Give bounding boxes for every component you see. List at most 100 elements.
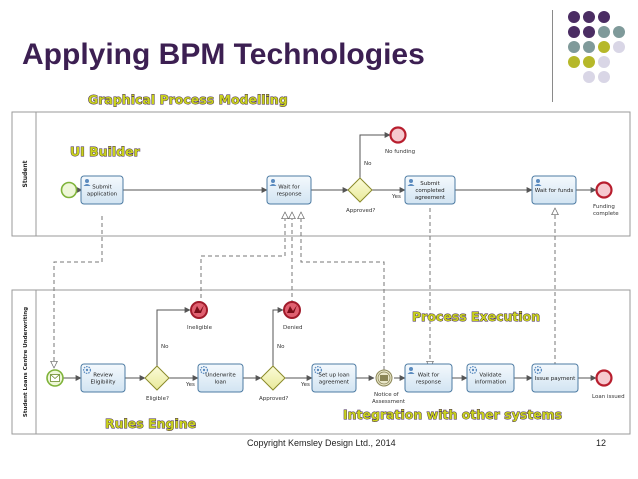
decor-dot — [613, 26, 625, 38]
gateway-eligible — [144, 365, 170, 391]
task-issue-payment: Issue payment — [531, 363, 579, 393]
end-event-no-funding — [389, 126, 407, 144]
label-notice-2: Assessment — [372, 399, 406, 405]
pool-loan-centre: Student Loans Centre Underwriting — [11, 289, 631, 435]
message-flows — [54, 208, 555, 370]
task-wait-for-response-loan-label: Wait for — [418, 373, 440, 379]
label-approved-loan: Approved? — [259, 396, 288, 402]
end-event-funding-complete — [595, 181, 613, 199]
events — [46, 126, 613, 387]
decor-dot — [598, 11, 610, 23]
user-task-icon — [534, 179, 542, 186]
decor-dot — [568, 41, 580, 53]
user-task-icon — [269, 179, 277, 186]
decor-dot — [568, 26, 580, 38]
task-submit-application-label: application — [87, 192, 118, 198]
gateway-approved-student — [347, 177, 373, 203]
label-yes-approved: Yes — [300, 382, 310, 388]
task-wait-for-funds-label: Wait for funds — [535, 188, 574, 194]
task-submit-completed-agreement-label: completed — [415, 188, 444, 194]
label-no-eligible: No — [161, 344, 169, 350]
slide-title: Applying BPM Technologies — [22, 38, 425, 71]
decor-dot — [583, 56, 595, 68]
decor-dot — [598, 56, 610, 68]
callout-graphical-process-modelling: Graphical Process Modelling — [88, 92, 288, 107]
task-set-up-loan-agreement-label: Set up loan — [318, 373, 350, 379]
user-task-icon — [407, 367, 415, 374]
service-task-icon — [199, 365, 209, 375]
label-ineligible: Ineligible — [187, 325, 213, 331]
service-task-icon — [533, 365, 543, 375]
callout-process-execution: Process Execution — [412, 309, 540, 324]
label-funding-complete-1: Funding — [593, 204, 615, 210]
label-no-student: No — [364, 161, 372, 167]
decor-dot — [568, 56, 580, 68]
task-underwrite-loan-label: Underwrite — [205, 373, 236, 379]
label-loan-issued: Loan issued — [592, 394, 625, 400]
label-eligible: Eligible? — [146, 396, 169, 402]
gateways — [144, 177, 373, 391]
callout-integration: Integration with other systems — [343, 407, 562, 422]
decor-dot — [583, 71, 595, 83]
lane-label-student: Student — [22, 160, 29, 187]
task-wait-for-response-student-label: response — [277, 192, 303, 198]
task-validate-information-label: information — [475, 380, 507, 386]
sequence-flows-student — [76, 132, 597, 193]
gateway-approved-loan — [260, 365, 286, 391]
flow-labels: No funding No Approved? Yes Funding comp… — [146, 149, 625, 405]
pool-student: Student — [11, 111, 631, 237]
label-no-approved: No — [277, 344, 285, 350]
task-review-eligibility-label: Eligibility — [90, 380, 116, 386]
task-submit-completed-agreement-label: agreement — [415, 195, 446, 201]
callout-ui-builder: UI Builder — [70, 144, 141, 159]
task-validate-information-label: Validate — [479, 373, 502, 379]
user-task-icon — [83, 179, 91, 186]
decor-dot — [583, 41, 595, 53]
label-funding-complete-2: complete — [593, 211, 619, 217]
task-wait-for-response-loan-label: response — [416, 380, 442, 386]
start-event-student — [60, 181, 78, 199]
intermediate-message-event-notice — [375, 369, 393, 387]
end-event-loan-issued — [595, 369, 613, 387]
task-submit-application-label: Submit — [92, 185, 112, 191]
decor-dot — [583, 26, 595, 38]
task-submit-completed-agreement-label: Submit — [420, 181, 440, 187]
decor-dot — [598, 41, 610, 53]
label-approved-student: Approved? — [346, 208, 375, 214]
callouts: Graphical Process Modelling UI Builder P… — [70, 92, 563, 432]
decor-divider — [552, 10, 553, 102]
decor-dot — [613, 41, 625, 53]
error-end-event-ineligible — [190, 301, 208, 319]
label-yes-eligible: Yes — [185, 382, 195, 388]
sequence-flows-loan-centre — [63, 307, 597, 381]
decor-dot — [568, 11, 580, 23]
page-number: 12 — [596, 438, 607, 448]
error-end-event-denied — [283, 301, 301, 319]
footer-copyright: Copyright Kemsley Design Ltd., 2014 — [247, 438, 396, 448]
label-notice-1: Notice of — [374, 392, 400, 398]
label-yes-student: Yes — [391, 194, 401, 200]
user-task-icon — [407, 179, 415, 186]
service-task-icon — [82, 365, 92, 375]
callout-rules-engine: Rules Engine — [105, 416, 196, 431]
lane-label-loan-centre: Student Loans Centre Underwriting — [23, 307, 29, 417]
decor-dot — [598, 71, 610, 83]
decor-dot — [598, 26, 610, 38]
service-task-icon — [313, 365, 323, 375]
label-denied: Denied — [283, 325, 303, 331]
task-wait-for-funds: Wait for funds — [531, 175, 577, 205]
task-review-eligibility-label: Review — [93, 373, 113, 379]
message-start-event-loan — [46, 369, 64, 387]
task-issue-payment-label: Issue payment — [535, 376, 576, 382]
label-no-funding: No funding — [385, 149, 415, 155]
task-set-up-loan-agreement-label: agreement — [319, 380, 350, 386]
task-underwrite-loan-label: loan — [215, 380, 227, 386]
